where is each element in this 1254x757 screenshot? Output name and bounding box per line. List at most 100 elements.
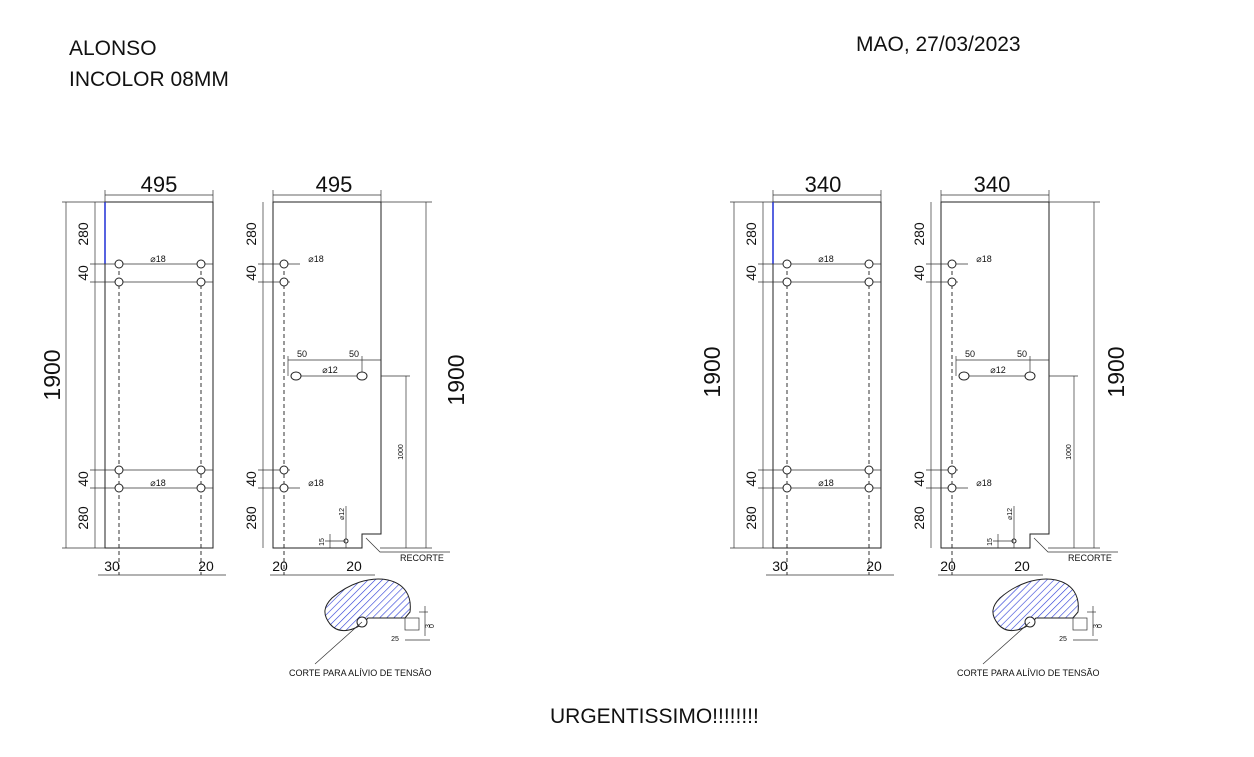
notch-depth: 15 [987, 538, 994, 546]
small-hole-diameter: ⌀12 [322, 365, 337, 375]
panel-a-height: 1900 [699, 346, 725, 397]
bottom-spacing: 40 [75, 471, 91, 487]
small-hole-diameter: ⌀12 [990, 365, 1005, 375]
stress-relief-detail-1: 3 25 0 CORTE PARA ALÍVIO DE TENSÃO [289, 578, 436, 678]
cut-label: RECORTE [1068, 553, 1112, 563]
hole-diameter: ⌀18 [976, 478, 991, 488]
hole [947, 465, 957, 475]
hole [196, 259, 206, 269]
bottom-offset: 280 [243, 506, 259, 530]
hole-left-offset: 30 [772, 558, 788, 574]
hole [947, 483, 957, 493]
notch-offset: 20 [1014, 558, 1030, 574]
top-offset: 280 [743, 222, 759, 246]
detail-dim-a: 3 [425, 624, 432, 628]
hole [279, 259, 289, 269]
drawing-set-1: 495 1900 280 40 40 280 [39, 172, 469, 678]
edge-offset-a: 50 [297, 349, 307, 359]
detail-dim-b: 25 [1059, 636, 1067, 643]
detail-dim-c: 0 [429, 624, 436, 628]
panel-b-height: 1900 [1103, 346, 1129, 397]
panel-a-width: 340 [805, 172, 842, 197]
hole [114, 277, 124, 287]
hole-diameter: ⌀18 [976, 254, 991, 264]
hole [947, 259, 957, 269]
panel-b-width: 340 [974, 172, 1011, 197]
hole-diameter: ⌀18 [818, 478, 833, 488]
hole [279, 277, 289, 287]
hole-spacing: 40 [743, 265, 759, 281]
hole [114, 465, 124, 475]
hole [196, 465, 206, 475]
hole-small [958, 371, 970, 381]
hole-small [1024, 371, 1036, 381]
hole [782, 277, 792, 287]
hole-left-offset: 30 [104, 558, 120, 574]
drawing-set-2: 340 1900 280 40 40 280 ⌀18 ⌀18 [699, 172, 1129, 678]
detail-caption: CORTE PARA ALÍVIO DE TENSÃO [957, 668, 1100, 678]
hole-diameter: ⌀18 [818, 254, 833, 264]
notch-offset: 20 [346, 558, 362, 574]
hole [947, 277, 957, 287]
edge-offset-a: 50 [965, 349, 975, 359]
hole [864, 483, 874, 493]
top-offset: 280 [911, 222, 927, 246]
hole [782, 465, 792, 475]
panel-a-1: 495 1900 280 40 40 280 [39, 172, 226, 576]
panel-a-height: 1900 [39, 349, 65, 400]
notch-depth: 15 [319, 538, 326, 546]
notch-diameter: ⌀12 [339, 508, 346, 520]
panel-b-width: 495 [316, 172, 353, 197]
hole [279, 483, 289, 493]
client-name: ALONSO [69, 37, 157, 60]
hole [114, 483, 124, 493]
hole [196, 483, 206, 493]
hole-spacing: 40 [75, 265, 91, 281]
hole-right-offset: 20 [198, 558, 214, 574]
place-and-date: MAO, 27/03/2023 [856, 33, 1021, 56]
bottom-offset: 280 [743, 506, 759, 530]
hole-left-offset: 20 [940, 558, 956, 574]
top-offset: 280 [75, 222, 91, 246]
bottom-spacing: 40 [911, 471, 927, 487]
hole-spacing: 40 [911, 265, 927, 281]
top-offset: 280 [243, 222, 259, 246]
cut-label: RECORTE [400, 553, 444, 563]
panel-b-height: 1900 [443, 354, 469, 405]
cut-height: 1000 [398, 444, 405, 460]
hole-spacing: 40 [243, 265, 259, 281]
bottom-offset: 280 [75, 506, 91, 530]
hole-right-offset: 20 [866, 558, 882, 574]
panel-a-width: 495 [141, 172, 178, 197]
hole [114, 259, 124, 269]
panel-a-2: 340 1900 280 40 40 280 ⌀18 ⌀18 [699, 172, 894, 576]
cut-height: 1000 [1066, 444, 1073, 460]
panel-b-2: 340 1900 1000 280 40 40 280 ⌀18 ⌀18 [911, 172, 1129, 576]
detail-dim-b: 25 [391, 636, 399, 643]
hole [782, 483, 792, 493]
hole-diameter: ⌀18 [150, 478, 165, 488]
hole-left-offset: 20 [272, 558, 288, 574]
panel-b-1: 495 1900 1000 280 40 40 280 ⌀18 [243, 172, 469, 576]
hole-small [356, 371, 368, 381]
bottom-spacing: 40 [243, 471, 259, 487]
notch-diameter: ⌀12 [1007, 508, 1014, 520]
hole-diameter: ⌀18 [308, 478, 323, 488]
detail-dim-a: 3 [1093, 624, 1100, 628]
hole-small [290, 371, 302, 381]
urgent-note: URGENTISSIMO!!!!!!!! [550, 705, 759, 728]
bottom-offset: 280 [911, 506, 927, 530]
bottom-spacing: 40 [743, 471, 759, 487]
edge-offset-b: 50 [1017, 349, 1027, 359]
edge-offset-b: 50 [349, 349, 359, 359]
hole [864, 259, 874, 269]
hole [279, 465, 289, 475]
stress-relief-detail-2: 3 25 0 CORTE PARA ALÍVIO DE TENSÃO [957, 578, 1104, 678]
hole [864, 277, 874, 287]
detail-dim-c: 0 [1097, 624, 1104, 628]
glass-material: INCOLOR 08MM [69, 68, 229, 91]
hole [196, 277, 206, 287]
detail-caption: CORTE PARA ALÍVIO DE TENSÃO [289, 668, 432, 678]
hole [782, 259, 792, 269]
